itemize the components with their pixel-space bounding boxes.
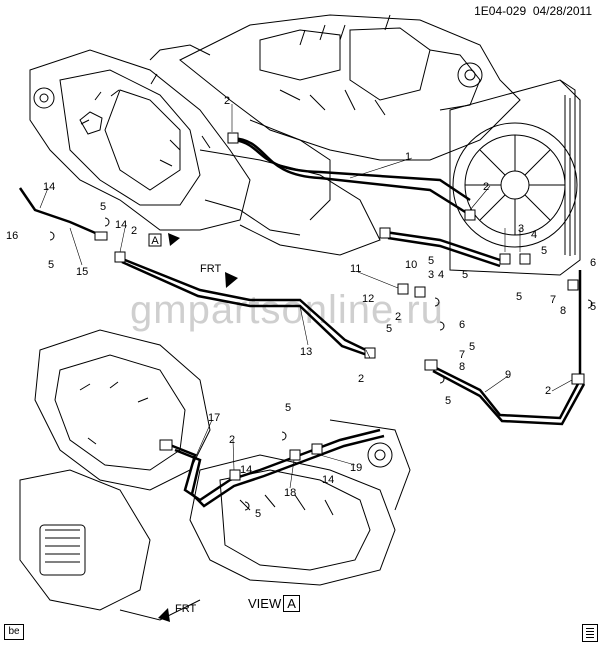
doc-code: 1E04-029 — [474, 4, 527, 18]
callout: 5 — [255, 508, 261, 520]
callout: 4 — [531, 229, 537, 241]
watermark: gmpartsonline.ru — [130, 288, 444, 332]
callout: 2 — [224, 95, 230, 107]
callout: 2 — [358, 373, 364, 385]
callout: 3 — [428, 269, 434, 281]
callout: 5 — [100, 201, 106, 213]
callout: 6 — [590, 257, 596, 269]
callout: 3 — [518, 223, 524, 235]
arrow-frt-top-icon — [225, 272, 238, 288]
callout: 14 — [115, 219, 127, 231]
callout: 5 — [516, 291, 522, 303]
direction-arrows: A FRT FRT — [148, 233, 238, 622]
lower-transmission — [19, 329, 411, 621]
callout: 5 — [469, 341, 475, 353]
upper-transmission — [29, 44, 381, 256]
frt-label-top: FRT — [200, 263, 221, 275]
callout: 1 — [405, 151, 411, 163]
callout: 18 — [284, 487, 296, 499]
callout: 2 — [131, 225, 137, 237]
callout: 7 — [459, 349, 465, 361]
leader-lines — [39, 104, 573, 489]
arrow-a-icon — [168, 233, 180, 246]
callout: 8 — [560, 305, 566, 317]
upper-engine — [179, 14, 521, 221]
callout: 5 — [445, 395, 451, 407]
callout: 7 — [550, 294, 556, 306]
callout: 14 — [43, 181, 55, 193]
callout: 17 — [208, 412, 220, 424]
callout: 19 — [350, 462, 362, 474]
view-label-box: A — [283, 595, 300, 612]
callout: 2 — [483, 181, 489, 193]
callout: 11 — [350, 263, 361, 275]
callout: 2 — [229, 434, 235, 446]
callout: 5 — [428, 255, 434, 267]
lower-fittings — [159, 439, 323, 481]
callout: 5 — [386, 323, 392, 335]
callout: 12 — [362, 293, 374, 305]
upper-fittings — [94, 132, 585, 385]
callout-labels: 1 2 2 3 4 5 5 6 5 7 8 5 2 9 5 10 3 4 5 1… — [6, 95, 596, 520]
view-a-box — [148, 233, 162, 247]
callout: 4 — [438, 269, 444, 281]
upper-cooler-lines — [18, 136, 586, 426]
callout: 14 — [240, 464, 252, 476]
callout: 9 — [505, 369, 511, 381]
callout: 5 — [285, 402, 291, 414]
callout: 10 — [405, 259, 417, 271]
header-doc-info: 1E04-029 04/28/2011 — [474, 4, 592, 18]
callout: 8 — [459, 361, 465, 373]
callout: 5 — [48, 259, 54, 271]
callout: 6 — [459, 319, 465, 331]
doc-date: 04/28/2011 — [532, 4, 592, 18]
view-a-box-label: A — [151, 235, 159, 247]
document-icon — [582, 624, 598, 642]
arrow-frt-bottom-icon — [158, 608, 170, 622]
footer-badge: be — [4, 624, 24, 640]
view-label-text: VIEW — [248, 596, 282, 611]
callout: 5 — [541, 245, 547, 257]
callout: 2 — [395, 311, 401, 323]
callout: 5 — [462, 269, 468, 281]
small-clips — [49, 217, 593, 511]
callout: 2 — [545, 385, 551, 397]
callout: 14 — [322, 474, 334, 486]
callout: 5 — [590, 301, 596, 313]
callout: 16 — [6, 230, 18, 242]
callout: 15 — [76, 266, 88, 278]
radiator-fan — [449, 79, 581, 276]
callout: 13 — [300, 346, 312, 358]
frt-label-bottom: FRT — [175, 603, 196, 615]
